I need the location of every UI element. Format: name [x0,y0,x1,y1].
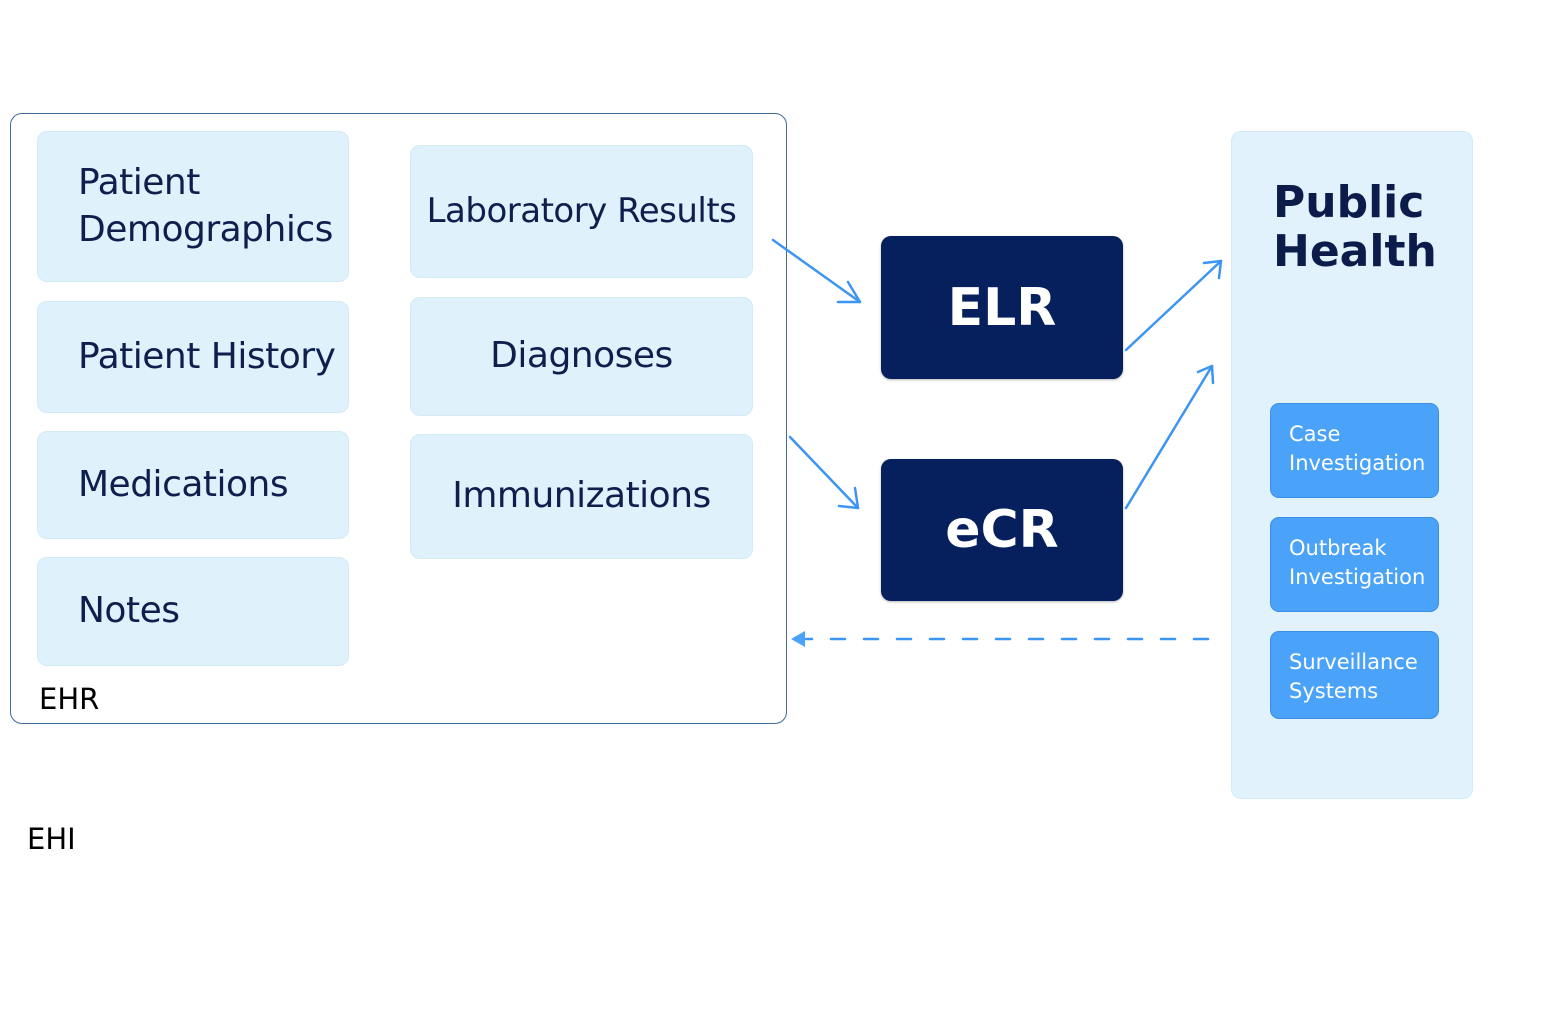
tile-immunizations[interactable]: Immunizations [410,434,753,559]
tile-label: Laboratory Results [426,190,737,231]
tile-notes[interactable]: Notes [37,557,349,666]
tile-patient-history[interactable]: Patient History [37,301,349,413]
arrow-lab-to-elr [771,238,862,304]
tile-label: Immunizations [452,475,711,517]
arrow-elr-to-public-health [1124,259,1223,352]
ehi-label: EHI [27,822,76,856]
ehr-label: EHR [39,682,100,716]
tile-label: Medications [78,463,289,505]
tile-label: Notes [78,590,180,632]
elr-label: ELR [947,277,1057,338]
tile-diagnoses[interactable]: Diagnoses [410,297,753,416]
arrowhead-left-icon [791,631,805,647]
arrow-ecr-to-public-health [1124,364,1215,510]
elr-box[interactable]: ELR [881,236,1123,379]
arrow-ehr-to-ecr [788,435,860,510]
ecr-box[interactable]: eCR [881,459,1123,601]
tile-label: Diagnoses [490,335,673,377]
tile-label: Patient History [78,335,336,377]
tile-laboratory-results[interactable]: Laboratory Results [410,145,753,278]
ecr-label: eCR [945,500,1059,560]
tile-medications[interactable]: Medications [37,431,349,539]
ehr-container [10,113,787,724]
